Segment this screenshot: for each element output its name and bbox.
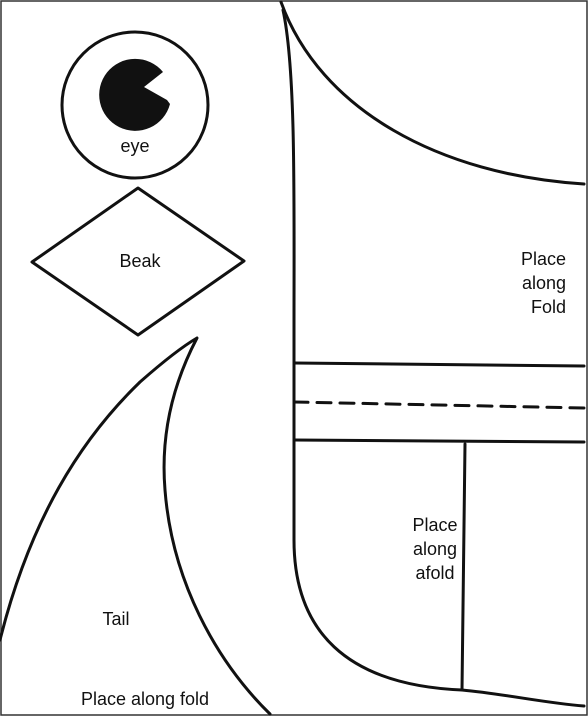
wing-fold-label-line1: Place [412, 515, 457, 535]
tail-piece: Tail Place along fold [0, 336, 272, 716]
wing-fold-label-line2: along [413, 539, 457, 559]
wing-fold-label-line3: afold [415, 563, 454, 583]
beak-label: Beak [119, 251, 161, 271]
eye-label: eye [120, 136, 149, 156]
body-fold-label-line1: Place [521, 249, 566, 269]
beak-outline [30, 186, 246, 337]
body-band-top [292, 361, 586, 368]
body-fold-label-line3: Fold [531, 297, 566, 317]
eye-pupil [99, 58, 170, 131]
tail-label: Tail [102, 609, 129, 629]
body-outline [279, 0, 586, 186]
tail-outline [0, 336, 272, 716]
eye-piece: eye [60, 30, 210, 180]
body-side-outline [281, 8, 586, 708]
tail-fold-label: Place along fold [81, 689, 209, 709]
body-fold-label-line2: along [522, 273, 566, 293]
body-dashed-line [292, 400, 586, 410]
wing-fold-line [460, 442, 467, 692]
beak-piece: Beak [30, 186, 246, 337]
body-piece: Place along Fold Place along afold [279, 0, 586, 708]
eye-outline [60, 30, 210, 180]
body-band-bottom [292, 438, 586, 444]
